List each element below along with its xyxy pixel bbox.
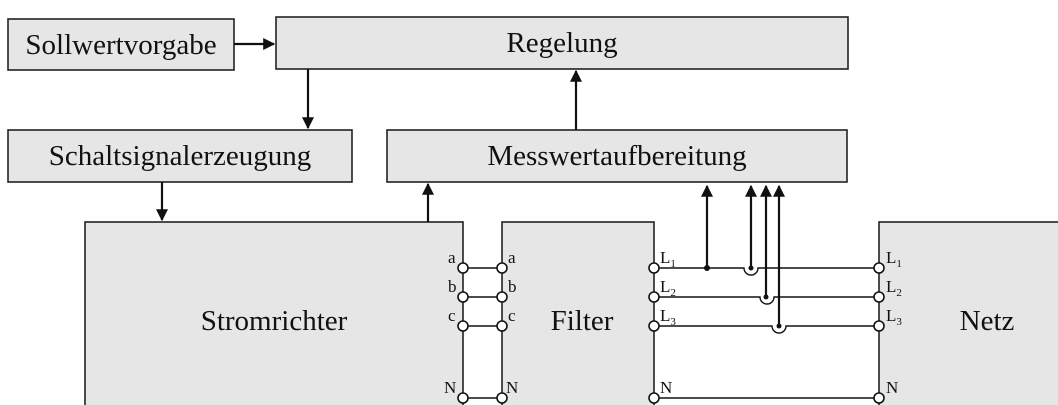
- terminal-n-label: N: [660, 378, 672, 397]
- terminal-l1-label: L1: [660, 248, 676, 270]
- measurement-taps: [701, 184, 785, 329]
- phase-line-l3: [654, 325, 879, 334]
- filter-block: Filter: [501, 221, 655, 405]
- filter-right-terminal-labels: L1 L2 L3 N: [660, 248, 676, 397]
- netz-block: Netz: [878, 221, 1058, 405]
- sollwertvorgabe-label: Sollwertvorgabe: [25, 29, 216, 61]
- phase-line-l1: [654, 267, 879, 276]
- filter-left-terminal-labels: a b c N: [506, 248, 518, 397]
- terminal-a-label: a: [508, 248, 516, 267]
- terminal-n-label: N: [444, 378, 456, 397]
- stromrichter-terminals: [457, 262, 469, 404]
- signal-arrows: [156, 38, 582, 222]
- messwertaufbereitung-block: Messwertaufbereitung: [386, 129, 848, 183]
- terminal-l2-label: L2: [886, 277, 902, 299]
- stromrichter-label: Stromrichter: [201, 305, 348, 337]
- regelung-block: Regelung: [275, 16, 849, 70]
- regelung-label: Regelung: [506, 27, 617, 59]
- stromrichter-block: Stromrichter: [84, 221, 464, 405]
- filter-netz-lines: [654, 267, 879, 399]
- netz-terminal-labels: L1 L2 L3 N: [886, 248, 902, 397]
- phase-line-l2: [654, 296, 879, 305]
- sollwertvorgabe-block: Sollwertvorgabe: [7, 18, 235, 71]
- filter-label: Filter: [551, 305, 614, 337]
- netz-label: Netz: [960, 305, 1015, 337]
- terminal-b-label: b: [508, 277, 517, 296]
- schaltsignalerzeugung-block: Schaltsignalerzeugung: [7, 129, 353, 183]
- terminal-n-label: N: [506, 378, 518, 397]
- netz-terminals: [873, 262, 885, 404]
- filter-left-terminals: [496, 262, 508, 404]
- filter-right-terminals: [648, 262, 660, 404]
- terminal-a-label: a: [448, 248, 456, 267]
- messwertaufbereitung-label: Messwertaufbereitung: [487, 140, 746, 172]
- terminal-l2-label: L2: [660, 277, 676, 299]
- terminal-c-label: c: [448, 306, 456, 325]
- terminal-n-label: N: [886, 378, 898, 397]
- terminal-l1-label: L1: [886, 248, 902, 270]
- terminal-l3-label: L3: [660, 306, 676, 328]
- terminal-b-label: b: [448, 277, 457, 296]
- stromrichter-filter-links: [463, 267, 502, 399]
- terminal-c-label: c: [508, 306, 516, 325]
- terminal-l3-label: L3: [886, 306, 902, 328]
- schaltsignalerzeugung-label: Schaltsignalerzeugung: [49, 140, 312, 172]
- stromrichter-terminal-labels: a b c N: [444, 248, 457, 397]
